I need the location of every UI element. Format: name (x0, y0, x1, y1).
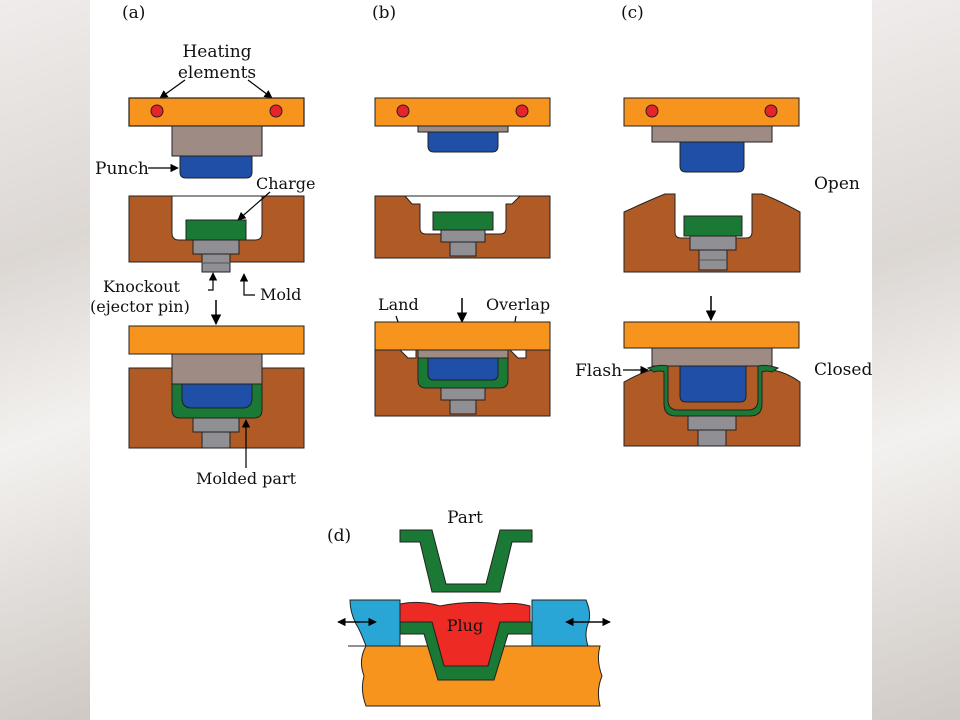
part-label: Part (447, 508, 483, 528)
right-clamp (531, 599, 591, 647)
heating-element (150, 104, 164, 118)
knockout-label-line2: (ejector pin) (90, 297, 190, 316)
mold-label: Mold (260, 285, 301, 304)
knockout-arrow (208, 272, 218, 291)
knockout-head (440, 229, 486, 243)
plug-label: Plug (447, 616, 483, 635)
panel-d-tag: (d) (327, 526, 351, 546)
punch-holder (417, 349, 509, 359)
knockout-pin (449, 399, 477, 415)
flash-label: Flash (575, 361, 622, 381)
overlap-label: Overlap (486, 295, 550, 314)
background-decor-left (0, 0, 90, 720)
punch (679, 141, 745, 173)
punch (179, 155, 253, 179)
heating-arrow-right (247, 79, 273, 99)
panel-c-tag: (c) (621, 3, 644, 23)
plug (399, 601, 531, 667)
heating-label-line1: Heating (182, 42, 251, 62)
knockout-pin (697, 429, 727, 447)
heating-platen (374, 321, 551, 351)
punch-holder (651, 125, 773, 143)
mold-cavity-open (374, 195, 551, 259)
punch-label: Punch (95, 159, 149, 179)
closed-label: Closed (814, 360, 872, 380)
heating-platen (623, 321, 800, 349)
punch-holder (417, 125, 509, 133)
punch-holder (171, 353, 263, 385)
punch-holder (651, 347, 773, 367)
background-decor-right (872, 0, 960, 720)
knockout-label-line1: Knockout (103, 277, 180, 296)
punch (679, 365, 747, 403)
heating-element (269, 104, 283, 118)
knockout-head (440, 387, 486, 401)
charge (185, 219, 247, 241)
mold-cavity-open (128, 195, 305, 263)
charge-arrow (237, 191, 271, 221)
molded-part-label: Molded part (196, 469, 297, 488)
knockout-head (192, 239, 240, 255)
mold-cavity-open (623, 193, 801, 273)
open-label: Open (814, 174, 860, 194)
punch-holder (171, 125, 263, 157)
punch (181, 383, 253, 409)
heating-platen (128, 325, 305, 355)
left-clamp (349, 599, 401, 647)
formed-part (399, 529, 533, 593)
heating-element (764, 104, 778, 118)
charge-label: Charge (256, 174, 315, 193)
knockout-head (192, 417, 240, 433)
heating-label-line2: elements (178, 63, 256, 83)
heating-arrow-left (159, 79, 186, 99)
land-label: Land (378, 295, 419, 314)
punch (427, 357, 499, 381)
panel-b-tag: (b) (372, 3, 396, 23)
heating-element (515, 104, 529, 118)
knockout-pin (449, 241, 477, 257)
knockout-pin (201, 431, 231, 449)
charge (432, 211, 494, 231)
panel-a-tag: (a) (122, 3, 145, 23)
knockout-head (689, 235, 737, 251)
heating-element (396, 104, 410, 118)
knockout-head (687, 415, 737, 431)
formed-sheet (399, 621, 533, 681)
heating-element (645, 104, 659, 118)
molded-part (646, 364, 780, 417)
mold-arrow (239, 273, 255, 296)
charge (683, 215, 743, 237)
punch (427, 131, 499, 153)
